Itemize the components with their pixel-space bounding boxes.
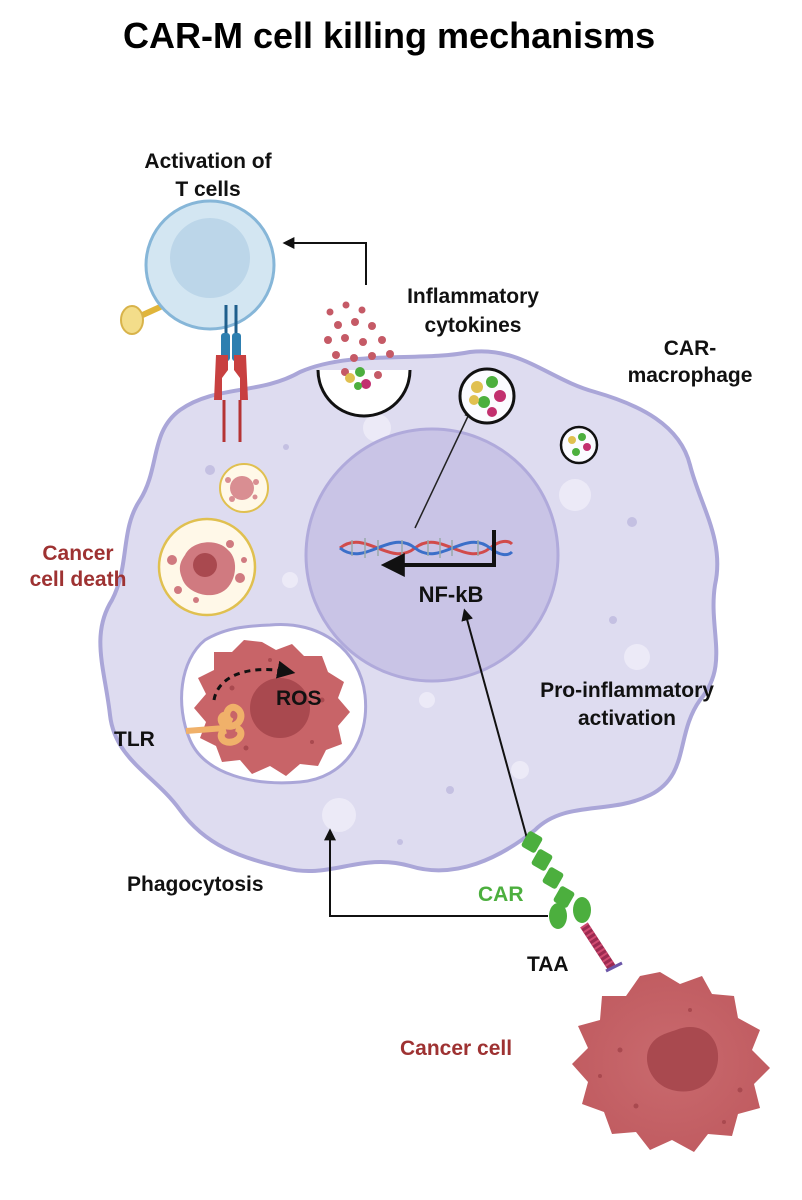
cytokine-vesicle-large: [458, 367, 516, 425]
cancer-death-label: Cancer: [42, 542, 113, 565]
pro-inflammatory-label-line2: activation: [578, 707, 676, 730]
car-macrophage-label: CAR-: [664, 337, 717, 360]
transcription-arrow: [380, 530, 496, 577]
taa-label: TAA: [527, 953, 569, 976]
car-receptor: [521, 831, 591, 929]
engulfed-cancer-core: [250, 678, 310, 738]
cancer-cell-label: Cancer cell: [400, 1037, 512, 1060]
ros-arrow: [212, 660, 296, 701]
pro-inflammatory-label: Pro-inflammatory: [540, 679, 714, 702]
activation-label-line2: T cells: [175, 178, 240, 201]
cancer-cell-nucleus: [646, 1026, 719, 1092]
activation-arrow: [461, 608, 529, 843]
taa-antigen: [580, 922, 623, 973]
dying-cancer-vesicle-large: [157, 517, 257, 617]
phagocytosis-label: Phagocytosis: [127, 873, 264, 896]
dying-cancer-vesicle-small: [219, 463, 269, 513]
t-cell: [120, 199, 276, 335]
ros-label: ROS: [276, 687, 322, 710]
activation-label: Activation of: [144, 150, 272, 173]
receptor-icon: [214, 305, 248, 442]
nfkb-label: NF-kB: [419, 582, 484, 607]
macrophage-granules: [205, 414, 650, 845]
phagocytosis-arrow: [324, 828, 548, 917]
cancer-death-label-line2: cell death: [30, 568, 127, 591]
exocytosis-cup: [316, 301, 412, 418]
page-title: CAR-M cell killing mechanisms: [123, 15, 655, 56]
car-label: CAR: [478, 883, 524, 906]
tcell-activation-arrow: [282, 237, 367, 285]
cytokines-label: Inflammatory: [407, 285, 539, 308]
secretion-arrow: [414, 409, 472, 529]
tlr-icon: [185, 703, 245, 746]
dna-icon: [339, 538, 514, 558]
cytokine-vesicle-small: [559, 425, 599, 465]
engulfed-cancer-spots: [229, 658, 325, 751]
tlr-label: TLR: [114, 728, 155, 751]
car-macrophage-label-line2: macrophage: [628, 364, 753, 387]
cancer-cell-spots: [598, 1008, 743, 1124]
cytokines-label-line2: cytokines: [425, 314, 522, 337]
